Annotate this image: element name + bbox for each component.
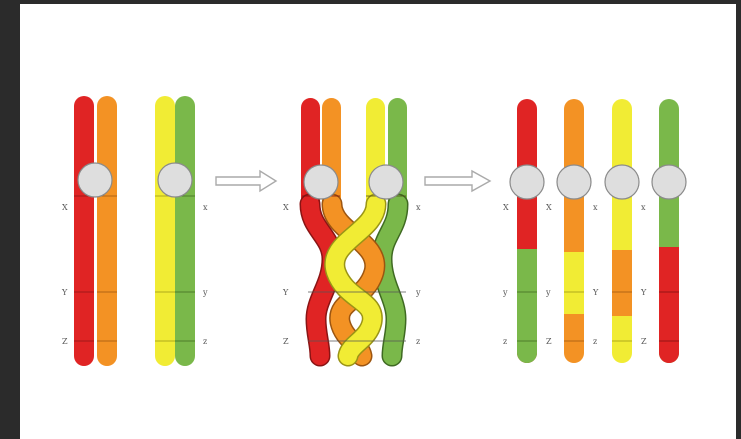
centromere [158, 163, 192, 197]
gene-label: Z [641, 337, 647, 346]
gene-label: Y [640, 288, 647, 297]
centromere [557, 165, 591, 199]
centromere [605, 165, 639, 199]
gene-label: Z [62, 337, 68, 346]
gene-label: z [503, 337, 507, 346]
gene-label: x [641, 203, 646, 212]
gene-label: X [546, 203, 552, 212]
stage-recombinant-chromatids: X y z X y Z x Y z x Y Z [502, 99, 686, 363]
gene-label: y [502, 288, 508, 297]
gene-label: Y [592, 288, 599, 297]
right-arrow-icon [216, 171, 276, 191]
chromatid-yellow [155, 96, 175, 366]
centromere [304, 165, 338, 199]
chromatid-orange [97, 96, 117, 366]
stage-crossing-over: X Y Z x y z [282, 98, 421, 356]
gene-label: z [203, 337, 207, 346]
centromere [510, 165, 544, 199]
gene-label: Y [282, 288, 289, 297]
right-arrow-icon [425, 171, 490, 191]
gene-label: z [416, 337, 420, 346]
gene-label: x [416, 203, 421, 212]
stage-homologous-pair: X Y Z x y z [61, 96, 208, 366]
gene-label: X [62, 203, 68, 212]
gene-label: Y [61, 288, 68, 297]
centromere [78, 163, 112, 197]
chromatid-green-red [659, 99, 679, 363]
crossing-over-diagram: X Y Z x y z [20, 4, 736, 439]
gene-label: y [545, 288, 551, 297]
chromatid-yellow-orange [612, 99, 632, 363]
chromatid-red-green [517, 99, 537, 363]
gene-label: y [415, 288, 421, 297]
gene-label: y [202, 288, 208, 297]
chromatid-red [74, 96, 94, 366]
gene-label: X [503, 203, 509, 212]
centromere [652, 165, 686, 199]
figure-frame: X Y Z x y z [20, 4, 736, 439]
gene-label: z [593, 337, 597, 346]
gene-label: Z [283, 337, 289, 346]
gene-label: Z [546, 337, 552, 346]
centromere [369, 165, 403, 199]
gene-label: x [203, 203, 208, 212]
chromatid-orange-yellow [564, 99, 584, 363]
chromatid-green [175, 96, 195, 366]
gene-label: x [593, 203, 598, 212]
twisted-strands [310, 204, 398, 356]
gene-label: X [283, 203, 289, 212]
